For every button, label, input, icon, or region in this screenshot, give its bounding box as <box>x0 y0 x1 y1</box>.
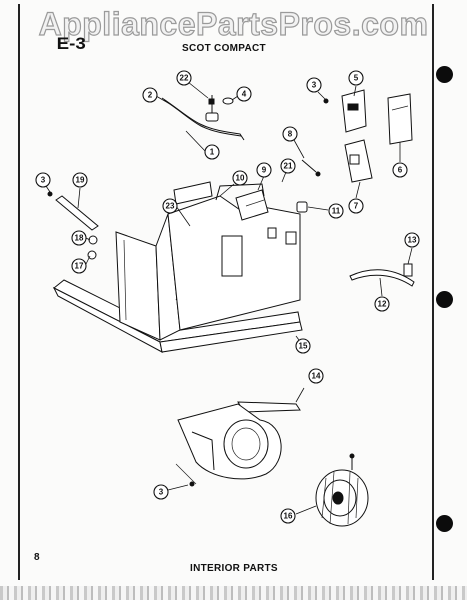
svg-text:16: 16 <box>284 512 293 521</box>
svg-text:3: 3 <box>312 81 317 90</box>
callout-13: 13 <box>404 232 420 248</box>
callout-4: 4 <box>236 86 252 102</box>
control-bracket-parts <box>293 85 413 199</box>
callout-17: 17 <box>71 258 87 274</box>
svg-text:1: 1 <box>210 148 215 157</box>
svg-text:2: 2 <box>148 91 153 100</box>
right-side-parts <box>296 201 415 297</box>
svg-text:14: 14 <box>312 372 321 381</box>
model-title: SCOT COMPACT <box>182 43 266 54</box>
svg-text:13: 13 <box>408 236 417 245</box>
binder-hole-top <box>436 66 453 83</box>
binder-hole-bottom <box>436 515 453 532</box>
svg-text:22: 22 <box>180 74 189 83</box>
wire-harness-part <box>155 81 245 153</box>
page-frame <box>18 4 434 580</box>
callout-23: 23 <box>162 198 178 214</box>
svg-text:11: 11 <box>332 207 341 216</box>
svg-text:8: 8 <box>288 130 293 139</box>
callout-9: 9 <box>256 162 272 178</box>
svg-text:10: 10 <box>236 174 245 183</box>
base-pan-chassis <box>52 171 303 353</box>
svg-text:3: 3 <box>159 488 164 497</box>
callout-1: 1 <box>204 144 220 160</box>
svg-text:18: 18 <box>75 234 84 243</box>
svg-text:19: 19 <box>76 176 85 185</box>
lower-screw <box>167 463 197 491</box>
callout-16: 16 <box>280 508 296 524</box>
svg-text:3: 3 <box>41 176 46 185</box>
callout-7: 7 <box>348 198 364 214</box>
svg-text:15: 15 <box>299 342 308 351</box>
binder-hole-middle <box>436 291 453 308</box>
callout-3-top: 3 <box>306 77 322 93</box>
callout-15: 15 <box>295 338 311 354</box>
callout-21: 21 <box>280 158 296 174</box>
svg-text:17: 17 <box>75 262 84 271</box>
callout-6: 6 <box>392 162 408 178</box>
svg-text:6: 6 <box>398 166 403 175</box>
section-code: E-3 <box>56 34 86 53</box>
callout-12: 12 <box>374 296 390 312</box>
footer-title: INTERIOR PARTS <box>190 563 278 574</box>
callout-14: 14 <box>308 368 324 384</box>
callout-3-bottom: 3 <box>153 484 169 500</box>
svg-text:9: 9 <box>262 166 267 175</box>
svg-text:23: 23 <box>166 202 175 211</box>
watermark: AppliancePartsPros.com <box>38 5 429 42</box>
callout-22: 22 <box>176 70 192 86</box>
svg-text:21: 21 <box>284 162 293 171</box>
blower-housing <box>177 387 305 480</box>
left-side-parts <box>45 185 99 265</box>
callout-5: 5 <box>348 70 364 86</box>
callout-19: 19 <box>72 172 88 188</box>
callout-11: 11 <box>328 203 344 219</box>
svg-text:5: 5 <box>354 74 359 83</box>
page-number: 8 <box>34 552 40 563</box>
callout-3-left: 3 <box>35 172 51 188</box>
callout-8: 8 <box>282 126 298 142</box>
svg-text:12: 12 <box>378 300 387 309</box>
svg-text:7: 7 <box>354 202 359 211</box>
svg-text:4: 4 <box>242 90 247 99</box>
callout-10: 10 <box>232 170 248 186</box>
blower-wheel <box>295 453 369 527</box>
scan-edge-strip <box>0 586 467 600</box>
callout-2: 2 <box>142 87 158 103</box>
callout-18: 18 <box>71 230 87 246</box>
